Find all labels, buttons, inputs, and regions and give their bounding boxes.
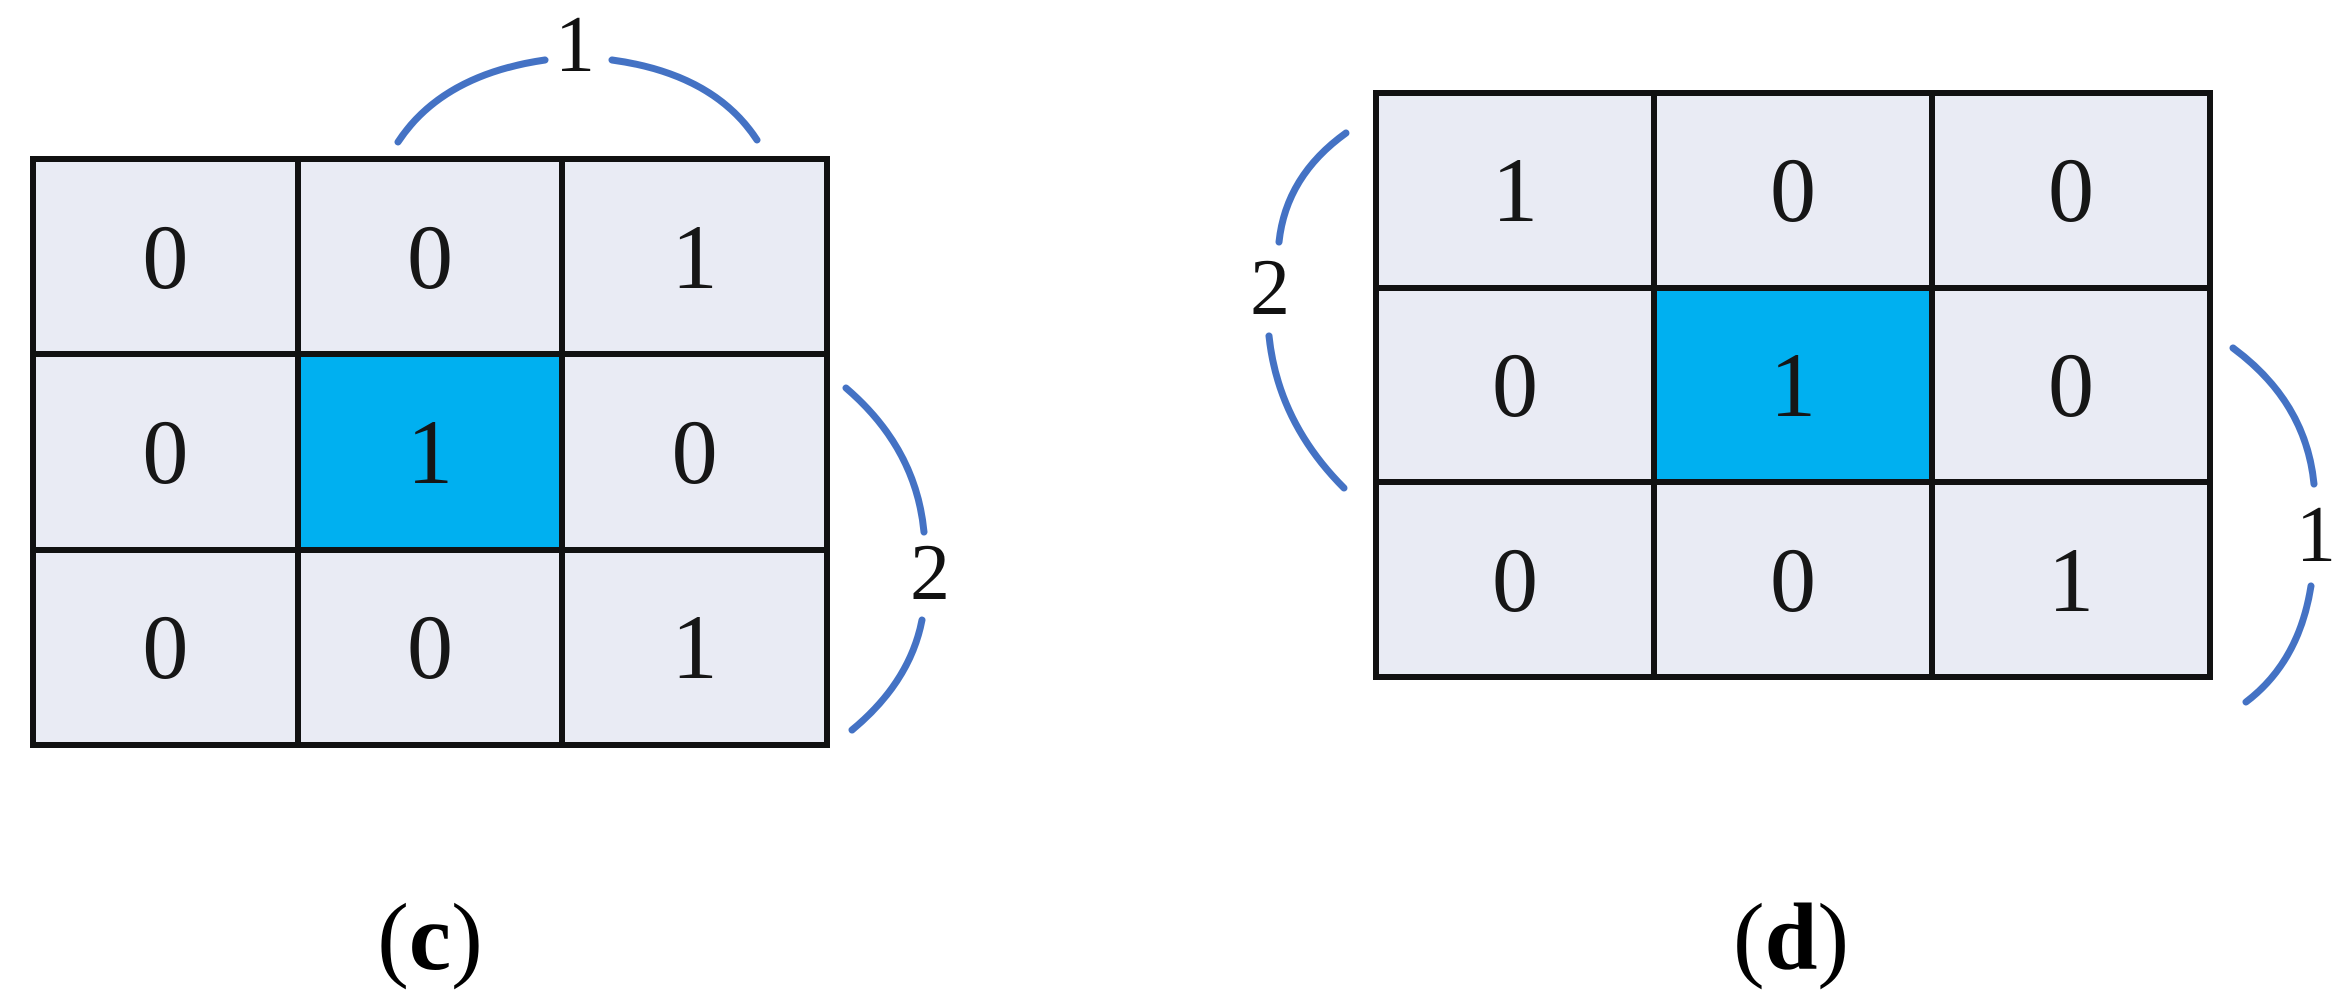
cell-d-r0c1: 0: [1654, 93, 1932, 288]
caption-d-open-paren: (: [1732, 883, 1765, 990]
matrix-panel-d: 1 0 0 0 1 0 0 0 1: [1373, 90, 2213, 680]
caption-c-letter: c: [408, 883, 452, 990]
cell-c-r2c2: 1: [562, 549, 827, 745]
matrix-panel-c: 0 0 1 0 1 0 0 0 1: [30, 156, 830, 748]
arc-d-left-lower-segment: [1265, 332, 1348, 492]
cell-c-r0c1: 0: [297, 159, 563, 355]
cell-c-r2c0: 0: [33, 549, 298, 745]
caption-c-close-paren: ): [451, 883, 483, 990]
cell-c-r1c0: 0: [33, 354, 298, 550]
arc-d-right-upper-segment: [2229, 344, 2318, 488]
cell-d-r1c1-highlighted: 1: [1654, 287, 1932, 483]
cell-d-r2c0: 0: [1376, 482, 1654, 677]
cell-c-r0c2: 1: [562, 159, 827, 355]
cell-d-r2c1: 0: [1654, 482, 1932, 677]
arc-c-right-upper-segment: [842, 384, 928, 536]
caption-d-letter: d: [1764, 883, 1818, 990]
cell-c-r1c1-highlighted: 1: [297, 354, 563, 550]
caption-panel-d: (d): [1661, 882, 1921, 992]
cell-c-r1c2: 0: [562, 354, 827, 550]
cell-c-r2c1: 0: [297, 549, 563, 745]
arc-c-right-lower-segment: [848, 616, 926, 734]
arc-c-top-right-segment: [608, 56, 761, 144]
arc-c-top-left-segment: [394, 56, 549, 146]
cell-d-r0c0: 1: [1376, 93, 1654, 288]
arc-d-left-upper-segment: [1275, 129, 1350, 246]
cell-d-r1c2: 0: [1932, 287, 2210, 483]
cell-c-r0c0: 0: [33, 159, 298, 355]
caption-panel-c: (c): [300, 882, 560, 992]
cell-d-r2c2: 1: [1932, 482, 2210, 677]
arc-label-c-top: 1: [555, 1, 595, 89]
arc-d-right-lower-segment: [2242, 582, 2315, 706]
cell-d-r1c0: 0: [1376, 287, 1654, 483]
arc-label-d-right: 1: [2296, 491, 2336, 579]
caption-c-open-paren: (: [377, 883, 409, 990]
arc-label-c-right: 2: [910, 529, 950, 617]
caption-d-close-paren: ): [1817, 883, 1850, 990]
cell-d-r0c2: 0: [1932, 93, 2210, 288]
arc-label-d-left: 2: [1250, 244, 1290, 332]
